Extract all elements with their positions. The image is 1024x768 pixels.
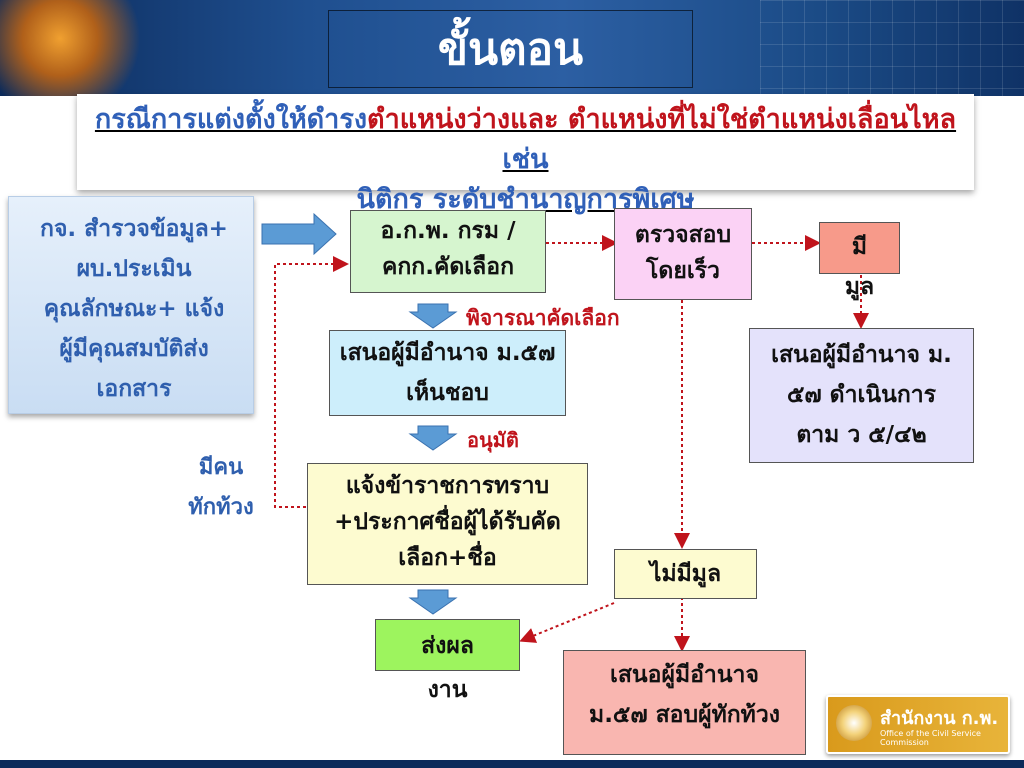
propose-approve-box: เสนอผู้มีอำนาจ ม.๕๗ เห็นชอบ [329, 330, 566, 416]
has-grounds-box: มีมูล [819, 222, 900, 300]
subtitle-part1: กรณีการแต่งตั้งให้ดำรง [94, 104, 368, 135]
no-grounds-text: ไม่มีมูล [649, 561, 722, 587]
committee-box: อ.ก.พ. กรม / คกก.คัดเลือก [350, 210, 546, 293]
arrow-down-icon [408, 303, 458, 329]
arrow-down-icon [408, 589, 458, 615]
subtitle: กรณีการแต่งตั้งให้ดำรงตำแหน่งว่างและ ตำแ… [77, 100, 974, 220]
subtitle-panel [77, 94, 974, 190]
propose-approve-text: เสนอผู้มีอำนาจ ม.๕๗ เห็นชอบ [339, 340, 556, 406]
check-box: ตรวจสอบโดยเร็ว [614, 208, 752, 300]
propose-bottom-text: เสนอผู้มีอำนาจ ม.๕๗ สอบผู้ทักท้วง [589, 662, 780, 728]
logo-subtext: Office of the Civil Service Commission [880, 729, 981, 747]
footer-bar [0, 760, 1024, 768]
ocsc-logo: สำนักงาน ก.พ. Office of the Civil Servic… [826, 695, 1010, 754]
send-work-text: ส่งผลงาน [421, 633, 474, 703]
arrow-right-icon [261, 212, 337, 256]
committee-text: อ.ก.พ. กรม / คกก.คัดเลือก [380, 218, 516, 280]
logo-text: สำนักงาน ก.พ. [880, 708, 999, 729]
ocsc-emblem-icon [836, 705, 872, 741]
no-grounds-box: ไม่มีมูล [614, 549, 757, 599]
propose-right-text: เสนอผู้มีอำนาจ ม. ๕๗ ดำเนินการตาม ว ๕/๔๒ [771, 342, 952, 448]
header-banner [0, 0, 1024, 96]
subtitle-part2: ตำแหน่งว่างและ ตำแหน่งที่ไม่ใช่ตำแหน่งเล… [367, 104, 957, 135]
survey-text: กจ. สำรวจข้อมูล+ ผบ.ประเมินคุณลักษณะ+ แจ… [40, 216, 228, 402]
send-work-box: ส่งผลงาน [375, 619, 520, 703]
propose-right-box: เสนอผู้มีอำนาจ ม. ๕๗ ดำเนินการตาม ว ๕/๔๒ [749, 328, 974, 463]
consider-label: พิจารณาคัดเลือก [466, 306, 620, 330]
connector-objection-loop [274, 256, 349, 508]
title-frame [328, 10, 693, 88]
objection-label: มีคนทักท้วง [188, 455, 254, 520]
approve-label: อนุมัติ [467, 428, 519, 452]
header-glow-decoration [0, 0, 150, 96]
propose-bottom-box: เสนอผู้มีอำนาจ ม.๕๗ สอบผู้ทักท้วง [563, 650, 806, 755]
survey-box: กจ. สำรวจข้อมูล+ ผบ.ประเมินคุณลักษณะ+ แจ… [8, 196, 254, 414]
connector-nogrounds-send [519, 602, 615, 643]
has-grounds-text: มีมูล [844, 234, 875, 300]
slide-title: ขั้นตอน [437, 24, 584, 75]
check-text: ตรวจสอบโดยเร็ว [634, 222, 732, 284]
subtitle-part3: เช่น [502, 144, 549, 175]
notify-box: แจ้งข้าราชการทราบ +ประกาศชื่อผู้ได้รับคั… [307, 463, 588, 585]
notify-text: แจ้งข้าราชการทราบ +ประกาศชื่อผู้ได้รับคั… [334, 473, 561, 571]
arrow-down-icon [408, 425, 458, 451]
header-grid-decoration [760, 0, 1024, 96]
